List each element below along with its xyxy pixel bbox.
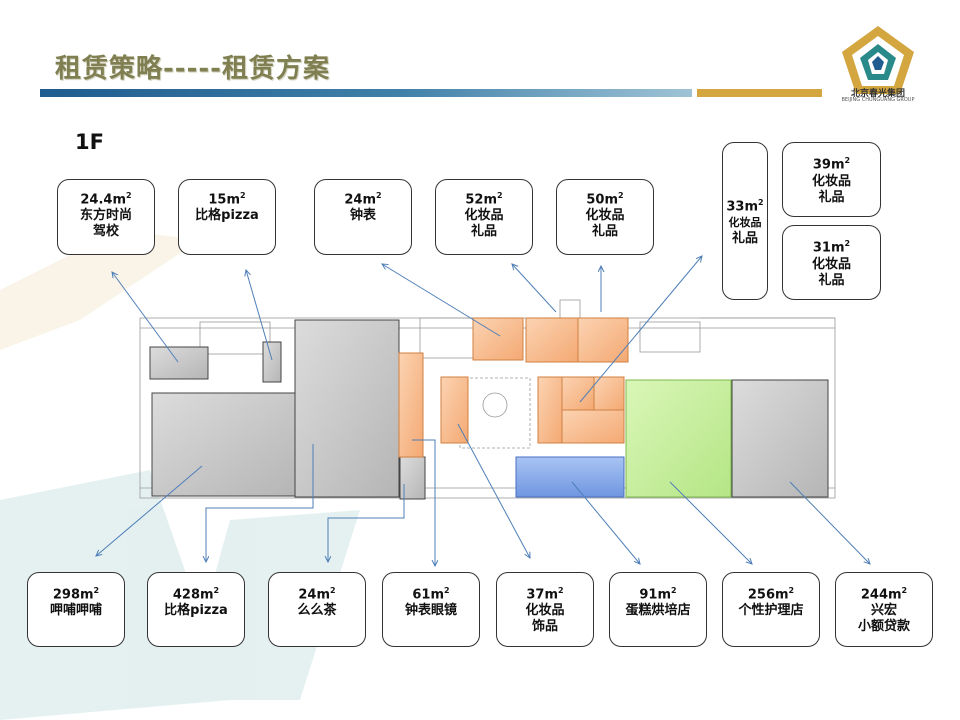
zone-33	[561, 376, 595, 411]
floor-label: 1F	[75, 130, 104, 154]
zone-244	[731, 379, 829, 498]
unit-callout-24-tea: 24m2 么么茶	[268, 572, 366, 647]
zone-50	[577, 317, 629, 363]
company-logo-icon	[842, 26, 914, 94]
zone-256	[625, 379, 732, 498]
zone-61	[398, 352, 424, 458]
zone-24-tea	[399, 456, 426, 500]
zone-15	[262, 341, 282, 383]
unit-callout-50: 50m2 化妆品 礼品	[556, 179, 654, 255]
unit-callout-244: 244m2 兴宏 小额贷款	[835, 572, 933, 647]
unit-callout-39: 39m2 化妆品 礼品	[782, 142, 881, 217]
zone-428	[294, 319, 400, 498]
zone-33b	[593, 376, 625, 411]
unit-callout-24-4: 24.4m2 东方时尚 驾校	[57, 179, 155, 255]
unit-callout-61: 61m2 钟表眼镜	[382, 572, 480, 647]
unit-callout-24-watch: 24m2 钟表	[314, 179, 412, 255]
title-underline-bar	[40, 89, 692, 97]
zone-298	[151, 392, 299, 497]
unit-callout-33: 33m2 化妆品 礼品	[722, 142, 768, 300]
zone-91	[515, 456, 625, 498]
zone-31	[561, 409, 625, 444]
unit-callout-31: 31m2 化妆品 礼品	[782, 225, 881, 300]
page-title: 租赁策略-----租赁方案	[55, 54, 330, 84]
unit-callout-91: 91m2 蛋糕烘培店	[609, 572, 707, 647]
zone-37	[440, 376, 469, 444]
unit-callout-52: 52m2 化妆品 礼品	[435, 179, 533, 255]
company-name: 北京春光集团	[850, 89, 905, 99]
unit-callout-37: 37m2 化妆品 饰品	[496, 572, 594, 647]
unit-callout-256: 256m2 个性护理店	[722, 572, 820, 647]
unit-callout-298: 298m2 呷哺呷哺	[27, 572, 125, 647]
unit-callout-15: 15m2 比格pizza	[178, 179, 276, 255]
zone-24-4	[149, 346, 209, 380]
zone-52	[525, 317, 579, 363]
title-accent-bar	[697, 89, 822, 97]
unit-callout-428: 428m2 比格pizza	[147, 572, 245, 647]
company-name-en: BEIJING CHUNGUANG GROUP	[841, 97, 915, 103]
callout-arrows	[96, 256, 870, 566]
zone-39	[537, 376, 563, 444]
